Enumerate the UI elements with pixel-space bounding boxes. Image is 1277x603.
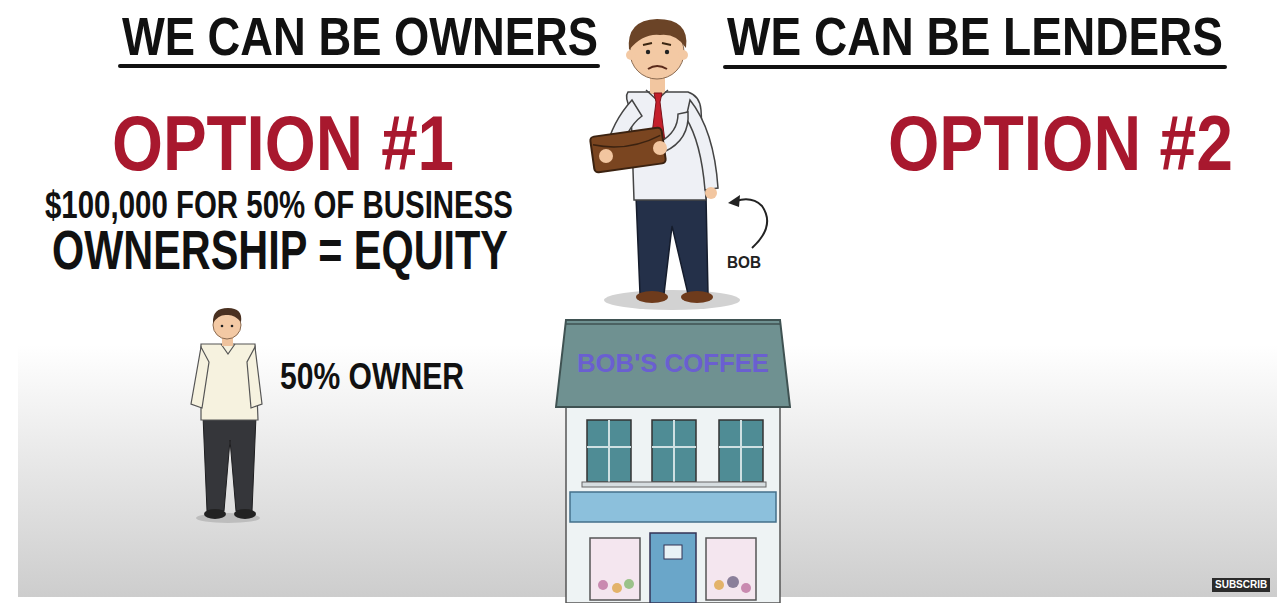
roof-outline xyxy=(556,320,790,407)
eye xyxy=(665,50,669,54)
section-heading: WE CAN BE LENDERS xyxy=(727,9,1223,63)
window-frame xyxy=(587,420,763,482)
ledge xyxy=(582,482,766,487)
heading-underline xyxy=(120,64,598,68)
roof-rim xyxy=(566,323,780,325)
section-heading: WE CAN BE OWNERS xyxy=(122,9,598,63)
sleeve xyxy=(247,347,262,408)
option-title: OPTION #2 xyxy=(888,104,1233,182)
door-sign xyxy=(664,545,682,559)
eye xyxy=(646,50,650,54)
trousers xyxy=(636,196,708,294)
eyebrows xyxy=(643,43,671,45)
shop-window xyxy=(706,538,756,600)
ear xyxy=(626,50,636,60)
wallet-fold xyxy=(593,135,661,150)
option-title: OPTION #1 xyxy=(112,104,454,182)
shop-window xyxy=(590,538,640,600)
watermark: SUBSCRIB xyxy=(1212,578,1270,592)
pointer-arrow xyxy=(736,199,767,248)
shoe xyxy=(204,509,226,519)
pastry xyxy=(624,579,634,589)
hand xyxy=(599,149,613,163)
shop-sign: BOB'S COFFEE xyxy=(555,318,791,408)
shoe xyxy=(234,509,256,519)
ear xyxy=(678,50,688,60)
owner-figure xyxy=(191,308,262,523)
eye xyxy=(231,325,234,328)
wallet xyxy=(590,127,666,173)
pastry xyxy=(612,583,622,593)
shadow xyxy=(604,290,740,310)
person-label: BOB xyxy=(727,255,761,271)
eye xyxy=(221,325,224,328)
door xyxy=(650,533,696,603)
pastry xyxy=(714,580,724,590)
pastry xyxy=(598,580,608,590)
hair xyxy=(629,19,687,50)
pastry xyxy=(741,583,751,593)
hand xyxy=(653,141,667,155)
facade xyxy=(566,405,780,603)
person-label: 50% OWNER xyxy=(280,359,464,395)
wallet-body xyxy=(590,127,666,173)
frown xyxy=(648,66,667,69)
coffee-shop xyxy=(566,405,780,603)
trousers xyxy=(203,416,256,511)
awning xyxy=(570,492,776,522)
sleeve xyxy=(686,100,718,190)
offer-text: $100,000 FOR 50% OF BUSINESS xyxy=(45,186,513,224)
hair xyxy=(213,308,241,323)
heading-underline xyxy=(725,65,1225,69)
bob-figure xyxy=(590,19,740,310)
hand xyxy=(705,187,717,199)
arrow-head xyxy=(728,195,740,207)
sleeve xyxy=(191,347,209,408)
sign-text: BOB'S COFFEE xyxy=(577,350,769,376)
definition-text: OWNERSHIP = EQUITY xyxy=(52,223,508,278)
shoe xyxy=(681,291,713,303)
customer xyxy=(727,576,739,588)
shoe xyxy=(636,291,668,303)
